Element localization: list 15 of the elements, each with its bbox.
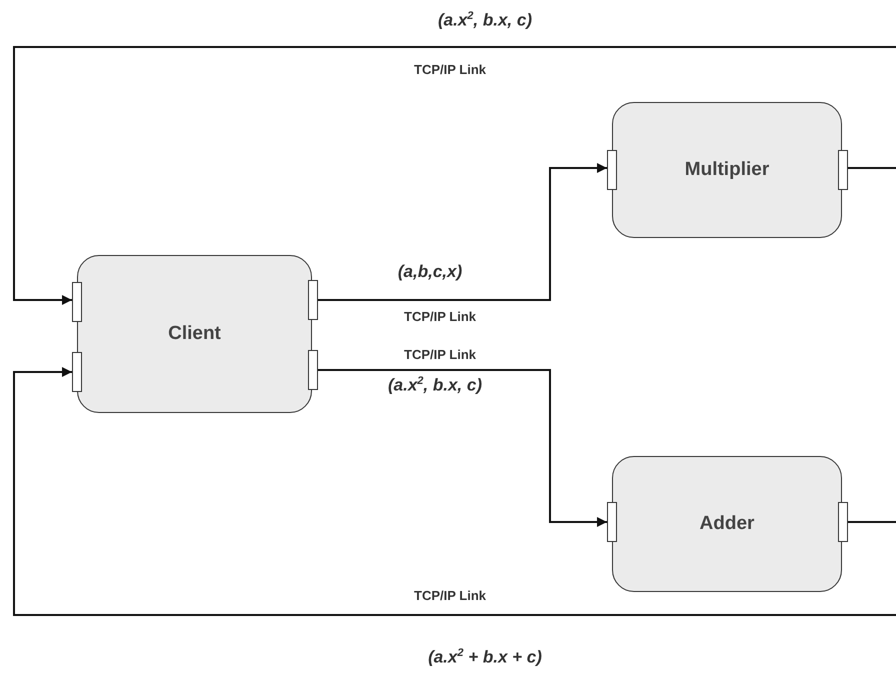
arrow [317,369,607,527]
edge-label: TCP/IP Link [412,62,488,77]
edge-label: TCP/IP Link [412,588,488,603]
arrow [13,46,896,305]
node-label: Client [168,323,221,345]
arrow [13,367,896,616]
arrow [317,163,607,301]
data-label: (a.x$^{2}$, b.x, c) [438,10,532,31]
edge-label: TCP/IP Link [402,347,478,362]
data-label: (a,b,c,x) [398,262,462,282]
node-label: Adder [700,513,754,535]
data-label: (a.x$^{2}$, b.x, c) [388,375,482,396]
data-label: (a.x$^{2}$ + b.x + c) [428,647,542,668]
node-label: Multiplier [684,159,770,181]
edge-label: TCP/IP Link [402,309,478,324]
